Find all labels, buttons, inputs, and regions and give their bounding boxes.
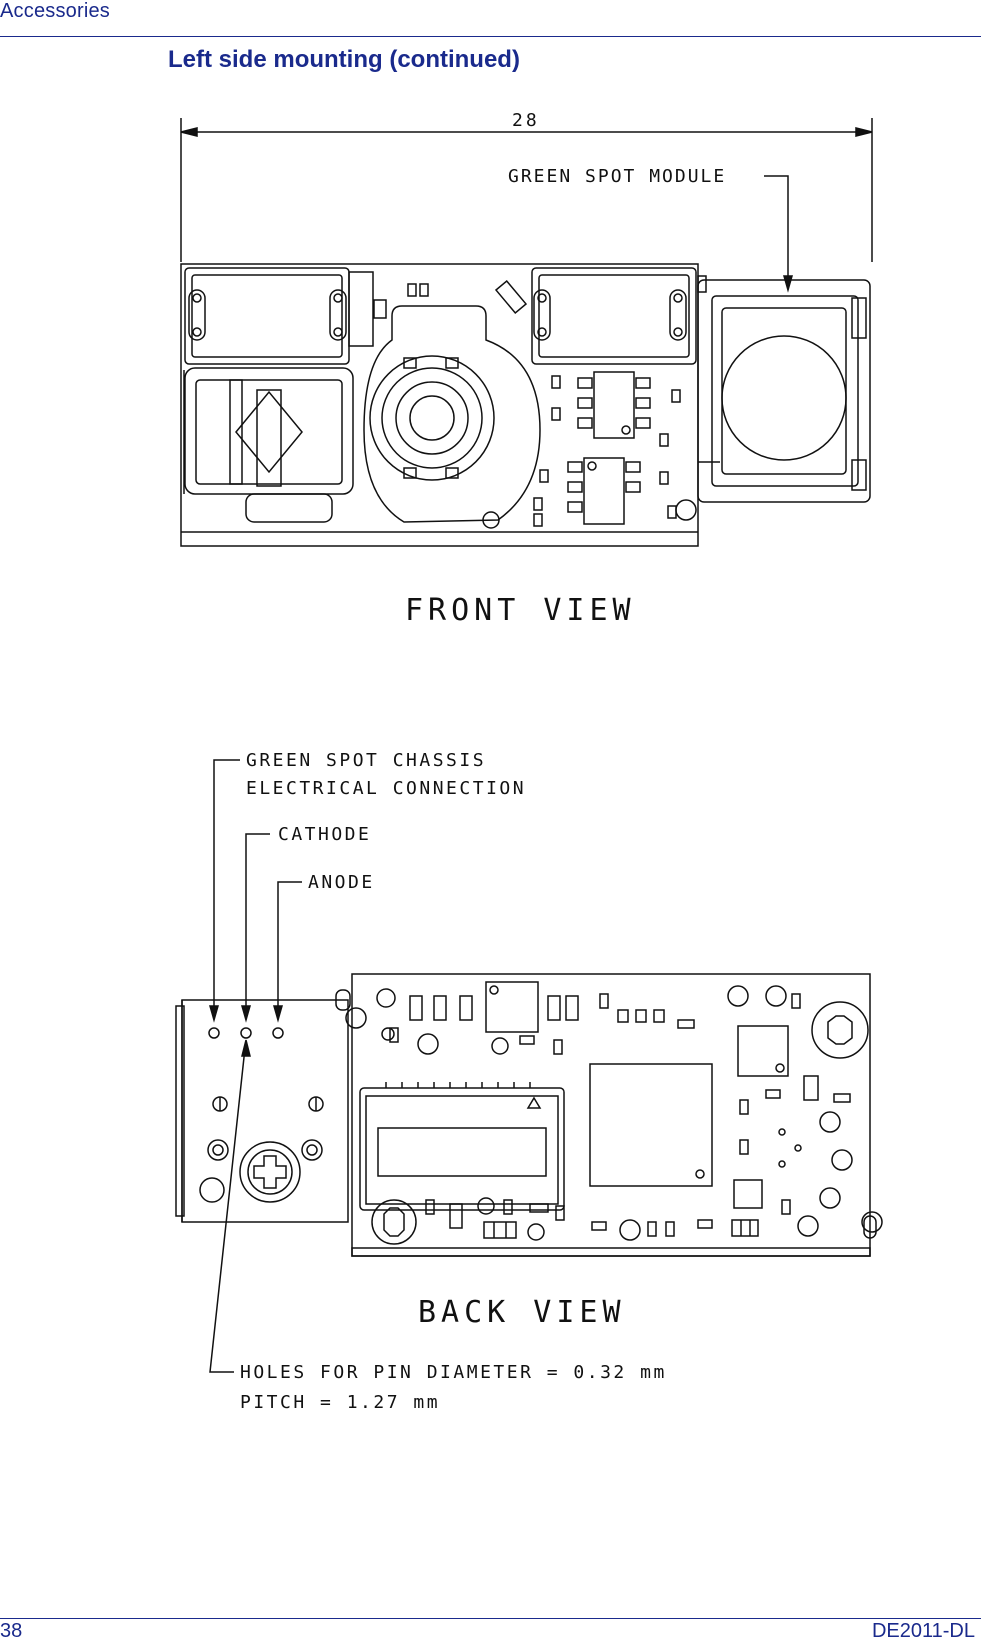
anode-leader [277, 881, 302, 1016]
back-view-drawing [175, 759, 883, 1373]
footer-rule [0, 1618, 981, 1619]
anode-leader-arrow [273, 1005, 283, 1023]
dimension-label: 28 [512, 110, 540, 131]
header-rule [0, 36, 981, 37]
chassis-callout-line-2: ELECTRICAL CONNECTION [246, 778, 526, 799]
module-leader-arrow [783, 275, 793, 293]
holes-note-line-2: PITCH = 1.27 mm [240, 1392, 440, 1413]
chassis-leader [213, 759, 240, 1016]
chassis-callout-line-1: GREEN SPOT CHASSIS [246, 750, 486, 771]
holes-leader [209, 1047, 246, 1373]
front-view-caption: FRONT VIEW [405, 593, 636, 628]
holes-leader-arrow [241, 1039, 251, 1057]
cathode-callout: CATHODE [278, 824, 371, 845]
anode-callout: ANODE [308, 872, 375, 893]
section-header: Accessories [0, 0, 111, 22]
module-leader [764, 175, 789, 286]
chassis-leader-arrow [209, 1005, 219, 1023]
page-number: 38 [0, 1620, 23, 1642]
front-view-drawing [180, 118, 873, 547]
holes-note-line-1: HOLES FOR PIN DIAMETER = 0.32 mm [240, 1362, 667, 1383]
document-id: DE2011-DL [871, 1620, 975, 1642]
module-callout: GREEN SPOT MODULE [508, 166, 726, 187]
cathode-leader-arrow [241, 1005, 251, 1023]
back-view-caption: BACK VIEW [418, 1295, 626, 1330]
dim-arrow-left [180, 127, 198, 137]
dim-arrow-right [855, 127, 873, 137]
cathode-leader [245, 833, 270, 1016]
page-title: Left side mounting (continued) [168, 46, 520, 73]
